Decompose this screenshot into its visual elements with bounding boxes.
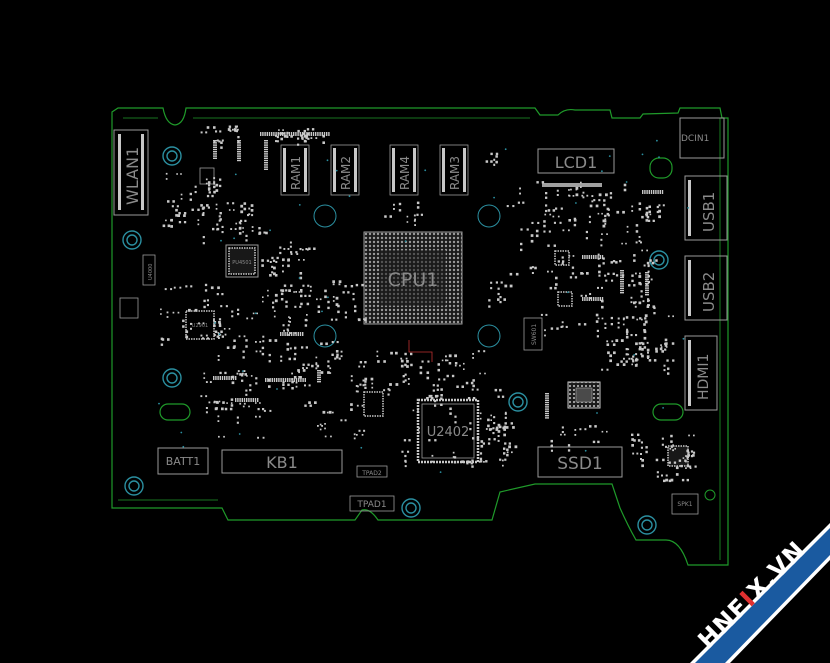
cpu-mounting-holes — [313, 204, 501, 348]
wlan-connector: WLAN1 — [113, 129, 149, 216]
batt-label: BATT1 — [166, 455, 200, 468]
u2402-chip: U2402 — [416, 398, 480, 464]
trace-red — [408, 340, 433, 362]
chip-right-mid-1 — [554, 250, 570, 266]
ram-chips — [280, 144, 469, 196]
board-outline — [111, 107, 729, 566]
dcin-connector: DCIN1 — [679, 117, 725, 159]
hole — [704, 489, 716, 501]
chip-right-mid-2 — [557, 291, 573, 307]
side-chip-right: SW601 — [523, 317, 543, 351]
ram4-label: RAM4 — [398, 156, 412, 190]
chip-top-left — [199, 167, 215, 185]
ram2-label: RAM2 — [339, 156, 353, 190]
u2901-label: U2901 — [192, 323, 208, 329]
ram1-label: RAM1 — [289, 156, 303, 190]
kb-label: KB1 — [266, 453, 298, 472]
ram3-label: RAM3 — [448, 156, 462, 190]
u2402-label: U2402 — [427, 425, 470, 440]
kb-connector: KB1 — [221, 449, 343, 474]
lcd-connector: LCD1 — [537, 148, 615, 187]
side-chip-left-label: U4000 — [148, 264, 154, 280]
usb1-label: USB1 — [700, 192, 718, 232]
u2901-chip: U2901 — [185, 310, 215, 340]
chip-left-connector — [119, 297, 139, 319]
ssd-label: SSD1 — [557, 454, 603, 474]
side-chip-left: U4000 — [142, 254, 156, 286]
batt-connector: BATT1 — [157, 447, 209, 475]
watermark-banner: HNFIX.VN — [690, 523, 830, 663]
chip-square — [363, 391, 384, 417]
usb2-label: USB2 — [700, 272, 718, 312]
bga-small-right — [567, 381, 601, 409]
slot-hole-right — [652, 403, 684, 421]
dcin-label: DCIN1 — [681, 134, 709, 144]
vias — [158, 139, 689, 473]
smd-pads — [160, 125, 697, 483]
spk-connector: SPK1 — [671, 493, 699, 515]
pu4501-label: PU4501 — [232, 260, 251, 266]
tpad1-connector: TPAD1 — [349, 495, 395, 512]
cpu-label: CPU1 — [388, 269, 439, 291]
spk-label: SPK1 — [677, 501, 692, 508]
tpad1-label: TPAD1 — [356, 500, 386, 510]
side-chip-right-label: SW601 — [531, 324, 538, 345]
slot-hole-left — [159, 403, 191, 421]
wlan-label: WLAN1 — [123, 147, 142, 205]
ssd-connector: SSD1 — [537, 446, 623, 478]
pu4501-chip: PU4501 — [225, 244, 259, 278]
hdmi-connector: HDMI1 — [684, 335, 718, 411]
lcd-label: LCD1 — [555, 153, 598, 172]
screw-holes — [122, 146, 669, 535]
usb2-connector: USB2 — [684, 255, 728, 321]
slot-hole-lcd — [649, 157, 673, 179]
cpu-chip: CPU1 — [363, 231, 463, 325]
tpad2-connector: TPAD2 — [356, 465, 388, 478]
usb1-connector: USB1 — [684, 175, 728, 241]
ram-pads — [283, 148, 466, 192]
hdmi-label: HDMI1 — [696, 354, 712, 400]
tpad2-label: TPAD2 — [361, 470, 382, 477]
board-inner-outline — [118, 117, 721, 560]
